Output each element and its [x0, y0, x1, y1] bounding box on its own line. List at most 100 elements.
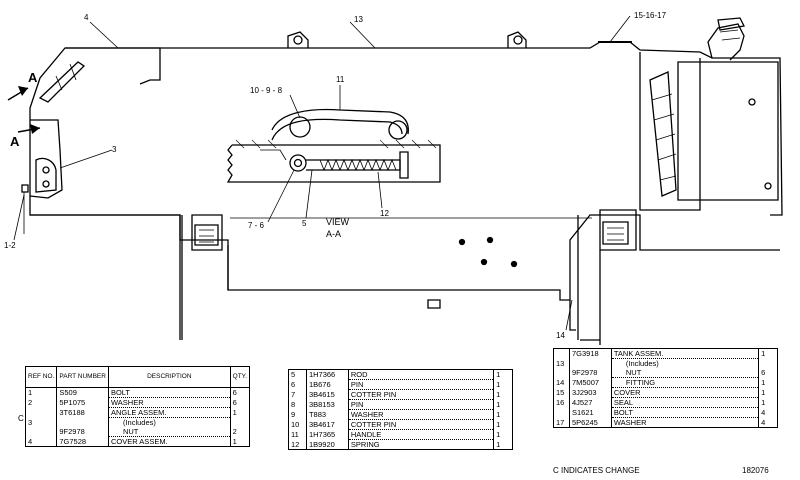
desc-cell: NUT: [611, 368, 760, 378]
ref-cell: 1: [25, 387, 58, 398]
ref-cell: 17: [553, 417, 570, 428]
qty-cell: 1: [496, 419, 501, 429]
part-cell: 1H7365: [306, 429, 349, 440]
part-cell: 7G3918: [569, 348, 612, 359]
description-header: DESCRIPTION: [108, 366, 231, 388]
part-cell: S509: [56, 387, 109, 398]
qty-cell: 1: [496, 429, 501, 439]
qty-cell: 6: [232, 397, 237, 407]
part-cell: T883: [306, 409, 349, 420]
ref-cell: [553, 407, 570, 418]
desc-cell: COVER: [611, 387, 760, 398]
desc-cell: WASHER: [348, 409, 495, 420]
qty-cell: 1: [761, 377, 766, 387]
section-a-label-top: A: [28, 70, 38, 85]
qty-cell: 4: [761, 407, 766, 417]
part-cell: [56, 417, 109, 427]
ref-cell: 7: [288, 389, 307, 400]
ref-cell: 6: [288, 379, 307, 390]
desc-cell: PIN: [348, 399, 495, 410]
view-label: VIEW: [326, 217, 350, 227]
ref-cell: 10: [288, 419, 307, 430]
desc-cell: COVER ASSEM.: [108, 436, 231, 447]
qty-cell: [230, 418, 249, 428]
part-cell: 5P6245: [569, 417, 612, 428]
qty-cell: [759, 359, 778, 369]
qty-cell: 1: [232, 436, 237, 446]
qty-cell: 1: [761, 387, 766, 397]
ref-cell: 11: [288, 429, 307, 440]
desc-cell: SPRING: [348, 439, 495, 450]
desc-cell: HANDLE: [348, 429, 495, 440]
ref-cell: 14: [553, 377, 570, 388]
desc-cell: PIN: [348, 379, 495, 390]
desc-cell: (Includes): [611, 358, 760, 368]
callout-7-6: 7 - 6: [248, 221, 265, 230]
callout-1-2: 1-2: [4, 241, 16, 250]
callout-3: 3: [112, 145, 117, 154]
part-cell: [569, 358, 612, 368]
desc-cell: BOLT: [611, 407, 760, 418]
qty-cell: 1: [496, 379, 501, 389]
callout-4: 4: [84, 13, 89, 22]
part-cell: S1621: [569, 407, 612, 418]
callout-12: 12: [380, 209, 389, 218]
callout-11: 11: [336, 75, 345, 84]
qty-cell: 1: [761, 397, 766, 407]
table-header-row: REF NO. PART NUMBER DESCRIPTION QTY.: [25, 366, 250, 388]
ref-header: REF NO.: [25, 366, 58, 388]
part-number-header: PART NUMBER: [56, 366, 109, 388]
qty-cell: 4: [761, 417, 766, 427]
qty-cell: 1: [496, 399, 501, 409]
qty-cell: 1: [232, 407, 237, 417]
desc-cell: WASHER: [108, 397, 231, 408]
ref-cell: [25, 427, 58, 437]
ref-cell: 15: [553, 387, 570, 398]
ref-cell: 12: [288, 439, 307, 450]
ref-cell: 5: [288, 369, 307, 380]
table-row: 13(Includes): [553, 358, 778, 369]
ref-cell: 2: [25, 397, 58, 408]
qty-cell: 2: [232, 427, 237, 436]
ref-cell: 8: [288, 399, 307, 410]
callout-13: 13: [354, 15, 363, 24]
desc-cell: ANGLE ASSEM.: [108, 407, 231, 418]
part-cell: 9F2978: [569, 368, 612, 378]
qty-cell: 1: [496, 370, 501, 379]
part-cell: 5P1075: [56, 397, 109, 408]
part-cell: 3B4615: [306, 389, 349, 400]
desc-cell: COTTER PIN: [348, 389, 495, 400]
part-cell: 3B4617: [306, 419, 349, 430]
desc-cell: FITTING: [611, 377, 760, 388]
desc-cell: WASHER: [611, 417, 760, 428]
desc-cell: SEAL: [611, 397, 760, 408]
part-cell: 1H7366: [306, 369, 349, 380]
part-cell: 3T6188: [56, 407, 109, 418]
qty-cell: 1: [496, 409, 501, 419]
ref-cell: [553, 348, 570, 359]
desc-cell: (Includes): [108, 417, 231, 427]
callout-14: 14: [556, 331, 565, 340]
